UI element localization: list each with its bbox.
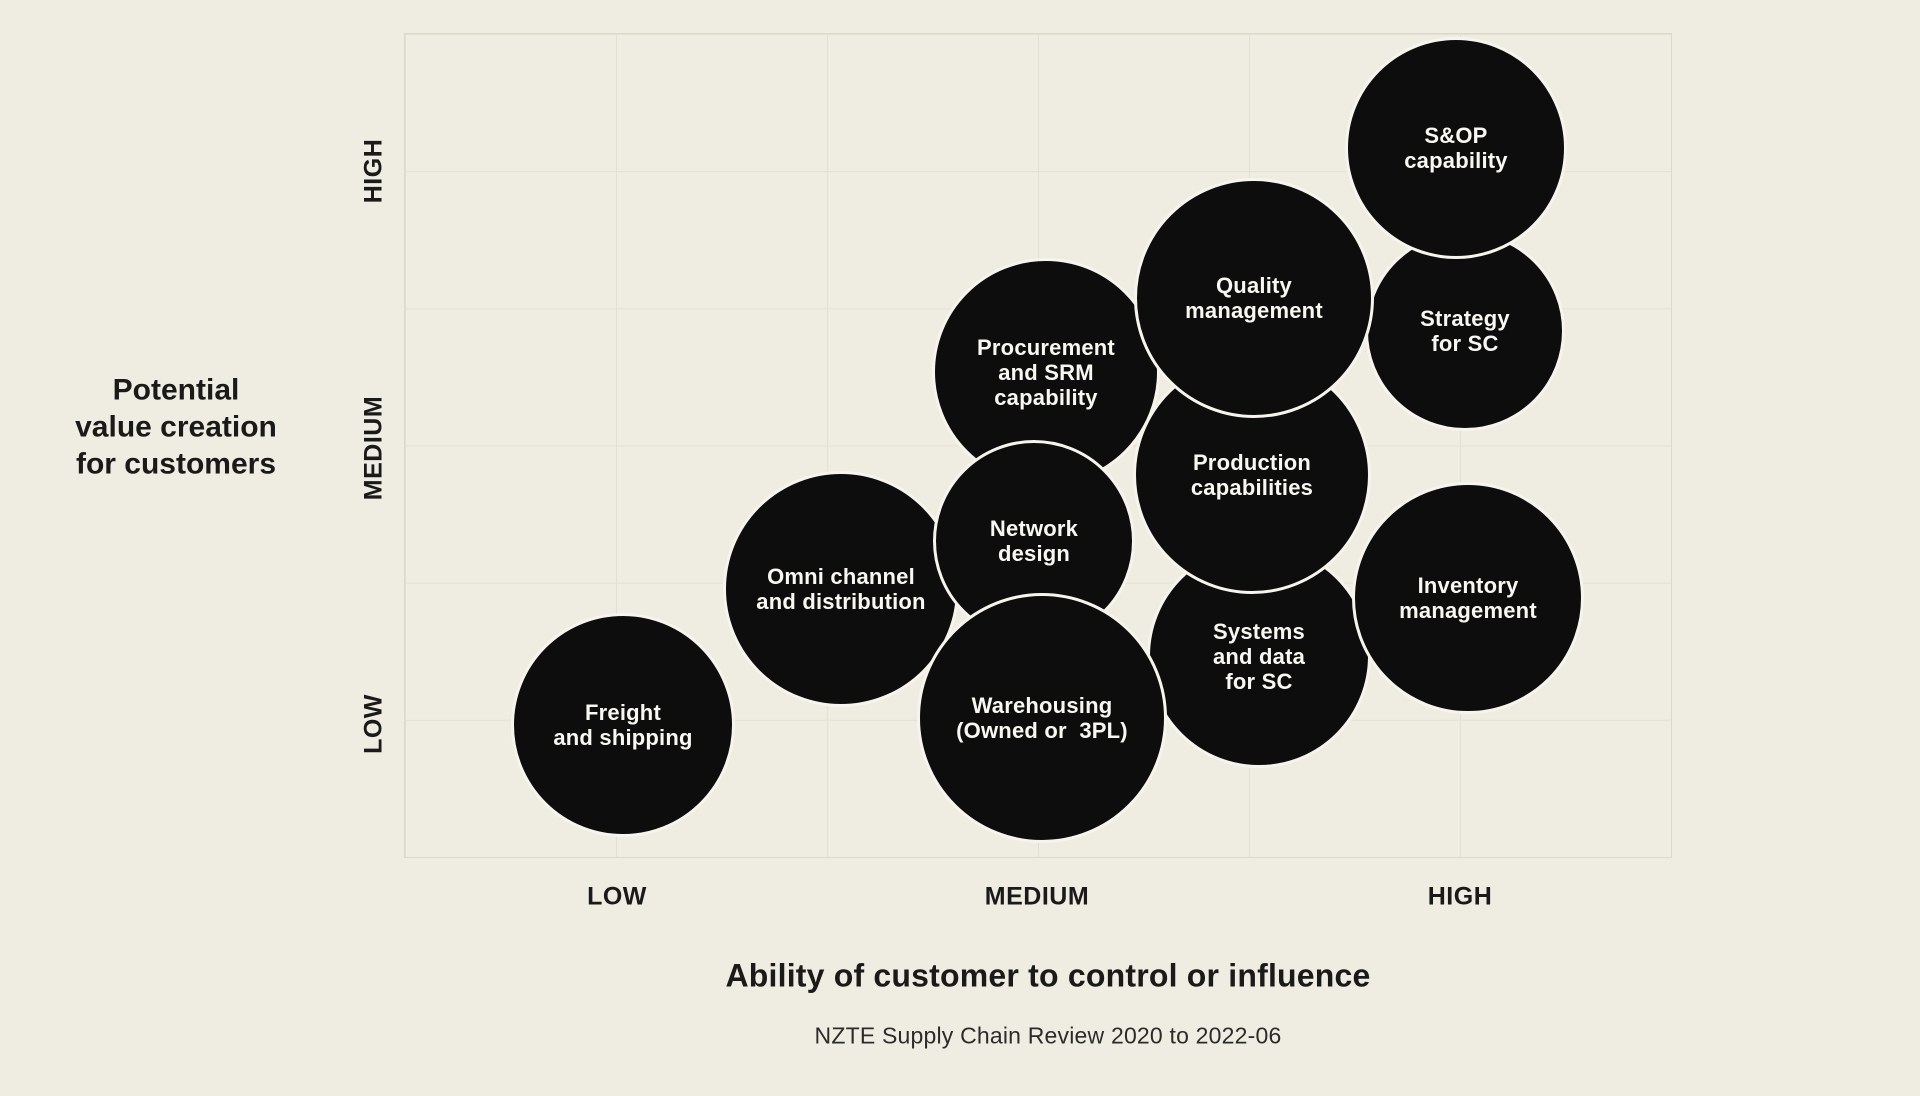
y-axis-title-line: Potential: [112, 373, 240, 407]
bubble-text-line: capability: [994, 384, 1098, 410]
y-axis-title-line: value creation: [75, 410, 277, 444]
y-tick-medium: MEDIUM: [359, 395, 388, 501]
bubble-label: Procurement and SRM capability: [977, 335, 1115, 410]
bubble-text-line: Freight: [585, 700, 661, 725]
bubble-text-line: and data: [1212, 643, 1306, 669]
source-caption: NZTE Supply Chain Review 2020 to 2022-06: [814, 1022, 1282, 1049]
bubble-strategy-for-sc: Strategy for SC: [1365, 231, 1565, 431]
bubble-text-line: capabilities: [1190, 475, 1314, 500]
bubble-text-line: for SC: [1431, 331, 1499, 356]
bubble-procurement-and-srm-capability: Procurement and SRM capability: [932, 258, 1160, 486]
bubble-label: S&OP capability: [1404, 123, 1507, 173]
bubble-label: Inventory management: [1399, 573, 1537, 623]
bubble-sop-capability: S&OP capability: [1345, 37, 1567, 259]
bubble-text-line: Omni channel: [767, 564, 915, 589]
y-tick-low: LOW: [359, 694, 388, 754]
x-tick-high: HIGH: [1427, 882, 1493, 911]
bubble-text-line: Warehousing: [971, 693, 1113, 718]
bubble-text-line: design: [997, 541, 1071, 566]
bubble-warehousing: Warehousing (Owned or 3PL): [917, 593, 1167, 843]
x-axis-title: Ability of customer to control or influe…: [725, 957, 1371, 994]
bubble-inventory-management: Inventory management: [1352, 482, 1584, 714]
bubble-text-line: Production: [1192, 450, 1312, 475]
bubble-text-line: and SRM: [998, 359, 1094, 385]
y-axis-title: Potential value creation for customers: [36, 372, 316, 483]
y-axis-title-line: for customers: [75, 447, 277, 481]
bubble-text-line: Strategy: [1420, 306, 1510, 331]
bubble-label: Freight and shipping: [553, 700, 692, 750]
bubble-omni-channel-and-distribution: Omni channel and distribution: [723, 471, 959, 707]
bubble-label: Production capabilities: [1191, 450, 1313, 500]
bubble-label: Omni channel and distribution: [756, 564, 925, 614]
bubble-label: Strategy for SC: [1420, 306, 1510, 356]
bubble-quality-management: Quality management: [1134, 178, 1374, 418]
bubble-text-line: S&OP: [1424, 123, 1488, 148]
bubble-freight-and-shipping: Freight and shipping: [511, 613, 735, 837]
bubble-label: Warehousing (Owned or 3PL): [956, 693, 1128, 743]
bubble-text-line: Procurement: [977, 334, 1115, 360]
bubble-text-line: for SC: [1225, 668, 1293, 694]
bubble-text-line: Quality: [1216, 273, 1292, 298]
x-tick-low: LOW: [587, 882, 647, 911]
bubble-text-line: Network: [989, 516, 1079, 541]
y-tick-high: HIGH: [359, 138, 388, 204]
bubble-text-line: management: [1399, 598, 1537, 623]
bubble-text-line: Inventory: [1417, 573, 1519, 598]
bubble-label: Systems and data for SC: [1213, 619, 1305, 694]
bubble-text-line: and distribution: [756, 589, 926, 614]
bubble-text-line: and shipping: [553, 725, 693, 750]
bubble-text-line: capability: [1404, 148, 1508, 173]
bubble-text-line: Systems: [1213, 618, 1305, 644]
bubble-label: Quality management: [1185, 273, 1323, 323]
bubble-label: Network design: [990, 516, 1078, 566]
bubble-text-line: (Owned or 3PL): [956, 718, 1128, 743]
plot-area: Freight and shipping Omni channel and di…: [404, 33, 1672, 858]
bubble-production-capabilities: Production capabilities: [1133, 356, 1371, 594]
bubble-text-line: management: [1185, 298, 1323, 323]
x-tick-medium: MEDIUM: [984, 882, 1090, 911]
